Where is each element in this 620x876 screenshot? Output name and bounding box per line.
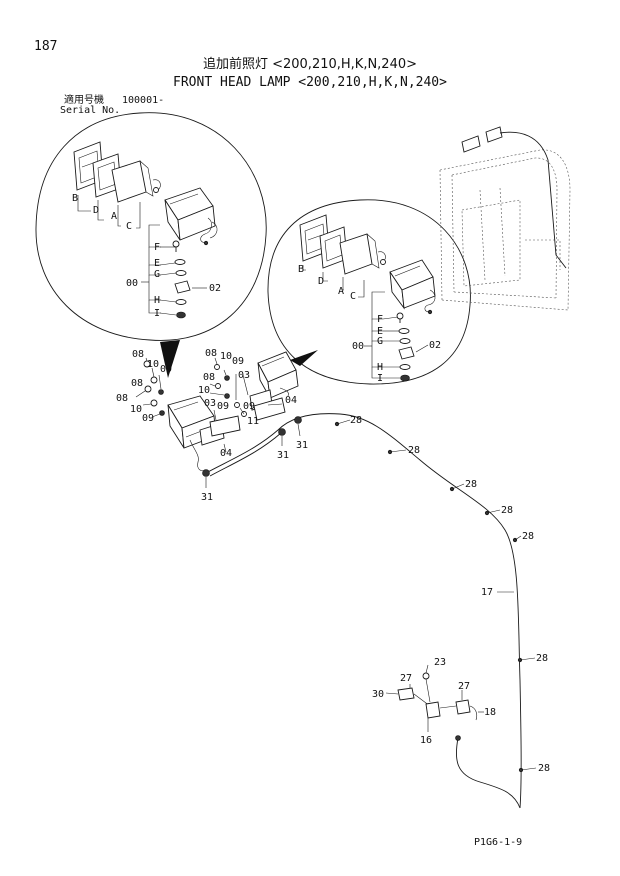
callout-28-b: 28 xyxy=(408,445,420,456)
callout-02-right: 02 xyxy=(429,340,441,351)
leader-lines-left xyxy=(77,195,207,316)
callout-F-right: F xyxy=(377,314,383,325)
cab-outline xyxy=(439,126,571,311)
callout-D-left: D xyxy=(93,205,99,216)
lamp-housing-left xyxy=(164,187,218,246)
callout-00-right: 00 xyxy=(352,341,364,352)
callout-31-a: 31 xyxy=(201,492,213,503)
lamp-housing-right xyxy=(389,259,436,315)
callout-10-d: 10 xyxy=(198,385,210,396)
hardware-stack-right xyxy=(396,312,415,382)
callout-09-c: 09 xyxy=(232,356,244,367)
callout-23: 23 xyxy=(434,657,446,668)
callout-16: 16 xyxy=(420,735,432,746)
lamp-assembly-left xyxy=(135,357,241,472)
lamp-lens-parts-left xyxy=(73,141,161,203)
callout-31-b: 31 xyxy=(277,450,289,461)
callout-F-left: F xyxy=(154,242,160,253)
serial-label-english: Serial No. xyxy=(60,105,121,116)
callout-27-a: 27 xyxy=(400,673,412,684)
callout-09-e: 09 xyxy=(243,401,255,412)
callout-G-right: G xyxy=(377,336,383,347)
callout-04-b: 04 xyxy=(220,448,232,459)
callout-28-f: 28 xyxy=(536,653,548,664)
callout-A-right: A xyxy=(338,286,344,297)
callout-H-right: H xyxy=(377,362,383,373)
switch-assembly xyxy=(385,664,484,732)
callout-28-a: 28 xyxy=(350,415,362,426)
serial-label-japanese: 適用号機 xyxy=(64,95,104,106)
hardware-stack-left xyxy=(172,240,191,319)
callout-G-left: G xyxy=(154,269,160,280)
serial-number: 100001- xyxy=(122,95,165,106)
lamp-assembly-right xyxy=(209,351,299,421)
callout-28-g: 28 xyxy=(538,763,550,774)
callout-08-a: 08 xyxy=(132,349,144,360)
callout-I-right: I xyxy=(377,373,383,384)
callout-H-left: H xyxy=(154,295,160,306)
callout-B-right: B xyxy=(298,264,304,275)
callout-28-e: 28 xyxy=(522,531,534,542)
callout-03-b: 03 xyxy=(204,398,216,409)
detail-bubble-right: B D A C F E G H I 00 02 xyxy=(267,199,471,385)
callout-00-left: 00 xyxy=(126,278,138,289)
leader-lines-right xyxy=(302,265,429,379)
callout-28-d: 28 xyxy=(501,505,513,516)
callout-C-left: C xyxy=(126,221,132,232)
callout-27-b: 27 xyxy=(458,681,470,692)
callout-08-b: 08 xyxy=(131,378,143,389)
callout-C-right: C xyxy=(350,291,356,302)
lamp-lens-parts-right xyxy=(299,214,386,275)
callout-31-c: 31 xyxy=(296,440,308,451)
title-english: FRONT HEAD LAMP <200,210,H,K,N,240> xyxy=(173,75,447,90)
callout-04-a: 04 xyxy=(285,395,297,406)
callout-B-left: B xyxy=(72,193,78,204)
callout-02-left: 02 xyxy=(209,283,221,294)
part-callouts: 08 10 09 08 08 10 09 08 10 09 08 10 03 0… xyxy=(116,348,550,774)
callout-28-c: 28 xyxy=(465,479,477,490)
callout-08-d: 08 xyxy=(205,348,217,359)
callout-09-d: 09 xyxy=(217,401,229,412)
callout-A-left: A xyxy=(111,211,117,222)
callout-11: 11 xyxy=(247,416,259,427)
callout-17: 17 xyxy=(481,587,493,598)
callout-I-left: I xyxy=(154,308,160,319)
callout-10-a: 10 xyxy=(147,359,159,370)
detail-bubble-left: B D A C F E G H I 00 02 xyxy=(35,112,267,378)
callout-E-right: E xyxy=(377,326,383,337)
callout-E-left: E xyxy=(154,258,160,269)
wire-harness xyxy=(202,413,537,809)
page-number: 187 xyxy=(34,39,58,54)
footer-code: P1G6-1-9 xyxy=(474,837,523,848)
callout-D-right: D xyxy=(318,276,324,287)
callout-30: 30 xyxy=(372,689,384,700)
callout-03-a: 03 xyxy=(238,370,250,381)
callout-10-c: 10 xyxy=(220,351,232,362)
callout-08-e: 08 xyxy=(203,372,215,383)
title-japanese: 追加前照灯 <200,210,H,K,N,240> xyxy=(202,57,418,72)
callout-10-b: 10 xyxy=(130,404,142,415)
callout-09-b: 09 xyxy=(142,413,154,424)
callout-18: 18 xyxy=(484,707,496,718)
callout-09-a: 09 xyxy=(160,364,172,375)
callout-08-c: 08 xyxy=(116,393,128,404)
